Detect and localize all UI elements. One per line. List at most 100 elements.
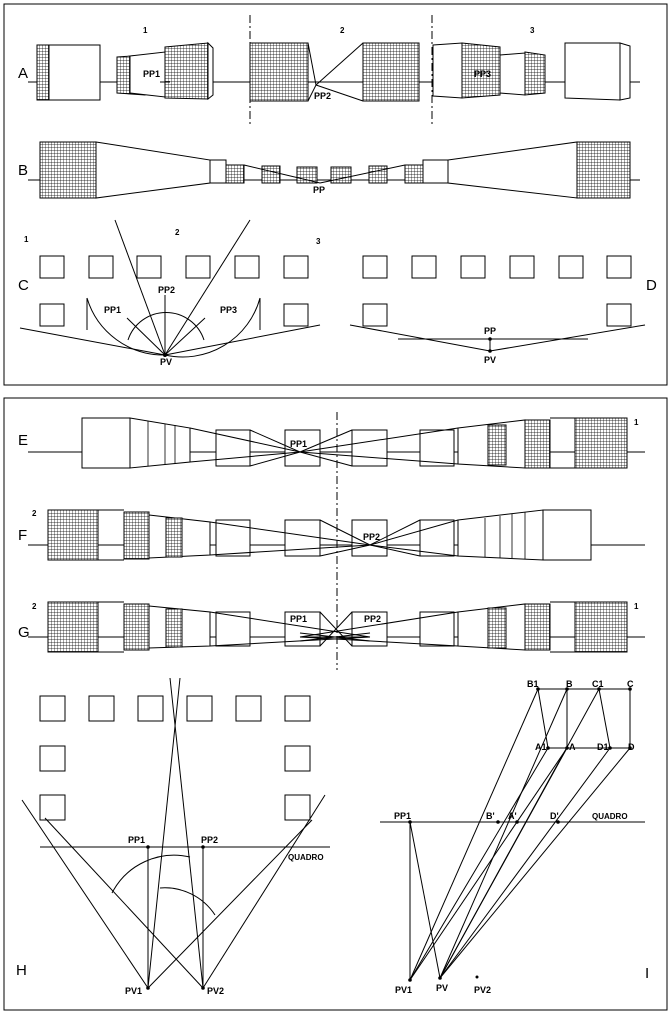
pv-label: PV	[436, 983, 448, 993]
box-face	[39, 141, 97, 199]
box-face	[47, 601, 99, 653]
top-frame	[3, 3, 668, 386]
box-face	[215, 611, 251, 647]
plan-edge	[598, 688, 611, 749]
d-prime-dot	[556, 820, 560, 824]
square-object	[606, 255, 632, 279]
pv1-label: PV1	[395, 985, 412, 995]
pp2-dot	[201, 845, 205, 849]
convergence-line	[299, 451, 459, 465]
box-face	[524, 419, 551, 469]
square-object	[235, 695, 262, 722]
convergence-line	[243, 164, 321, 184]
square-object	[185, 255, 211, 279]
plan-edge	[537, 688, 549, 749]
square-object	[39, 303, 65, 327]
square-object	[39, 794, 66, 821]
square-object	[137, 695, 164, 722]
pp1-label: PP1	[290, 439, 307, 449]
d1-label: D1	[597, 742, 609, 752]
convergence-line	[319, 544, 371, 557]
convergence-line	[307, 42, 317, 86]
pp3-label: PP3	[220, 305, 237, 315]
a1-label: A1	[535, 742, 547, 752]
box-face	[574, 417, 628, 469]
convergence-line	[315, 84, 364, 102]
convergence-line	[319, 519, 371, 546]
box-side	[207, 41, 214, 101]
panel-b-letter: B	[18, 162, 28, 179]
square-object	[186, 695, 213, 722]
panel-h-letter: H	[16, 962, 27, 979]
pv1-dot	[408, 978, 412, 982]
panel-a-letter: A	[18, 65, 28, 82]
viewpoint-dot	[163, 353, 167, 357]
pp1-label: PP1	[290, 614, 307, 624]
box-side	[457, 509, 544, 561]
pv2-dot	[201, 986, 205, 990]
panel-e-tag: 1	[634, 418, 639, 427]
square-object	[362, 255, 388, 279]
a-label: A	[569, 742, 576, 752]
pp2-label: PP2	[158, 285, 175, 295]
box-face	[36, 44, 50, 101]
pp2-label: PP2	[201, 835, 218, 845]
box-face	[422, 159, 449, 184]
box-face	[249, 42, 309, 102]
convergence-line	[299, 427, 459, 453]
square-object	[284, 695, 311, 722]
box-face	[487, 424, 507, 466]
panel-f: F 2 PP2	[18, 509, 645, 561]
square-object	[234, 255, 260, 279]
square-object	[283, 303, 309, 327]
box-face	[419, 611, 455, 647]
box-face	[225, 164, 245, 184]
zone-2-label: 2	[175, 228, 180, 237]
box-side	[48, 44, 101, 101]
d-dot	[628, 746, 632, 750]
box-side	[95, 141, 211, 199]
pp1-label: PP1	[143, 69, 160, 79]
visual-ray	[439, 747, 568, 979]
pp1-dot	[146, 845, 150, 849]
quadro-label: QUADRO	[288, 853, 324, 862]
visual-ray	[409, 688, 539, 981]
box-face	[419, 429, 455, 467]
visual-ray	[147, 819, 313, 989]
convergence-line	[209, 544, 371, 556]
pv1-dot	[146, 986, 150, 990]
box-face	[351, 429, 388, 467]
panel-c-letter: C	[18, 277, 29, 294]
panel-i-letter: I	[645, 965, 649, 982]
square-object	[39, 695, 66, 722]
box-face	[215, 429, 251, 467]
box-side	[564, 42, 621, 101]
picture-plane-line	[349, 324, 491, 352]
visual-ray	[409, 747, 549, 981]
pp2-label: PP2	[363, 532, 380, 542]
box-face	[165, 608, 183, 648]
convergence-line	[369, 519, 459, 546]
convergence-line	[299, 429, 353, 453]
zone-1-label: 1	[143, 26, 148, 35]
square-object	[411, 255, 437, 279]
box-face	[215, 519, 251, 557]
square-object	[509, 255, 535, 279]
pp-label: PP	[313, 185, 325, 195]
zone-3-label: 3	[316, 237, 321, 246]
box-face	[209, 159, 227, 184]
visual-ray	[164, 219, 251, 356]
panel-f-letter: F	[18, 527, 27, 544]
pp2-label: PP2	[364, 614, 381, 624]
visual-ray	[439, 747, 631, 979]
pp-dot	[488, 337, 492, 341]
zone-3-label: 3	[530, 26, 535, 35]
square-object	[39, 255, 65, 279]
box-face	[487, 607, 507, 649]
box-face	[368, 165, 388, 184]
panel-b: B PP	[18, 141, 640, 199]
quadro-label: QUADRO	[592, 812, 628, 821]
a-prime-label: A'	[508, 811, 517, 821]
square-object	[283, 255, 309, 279]
